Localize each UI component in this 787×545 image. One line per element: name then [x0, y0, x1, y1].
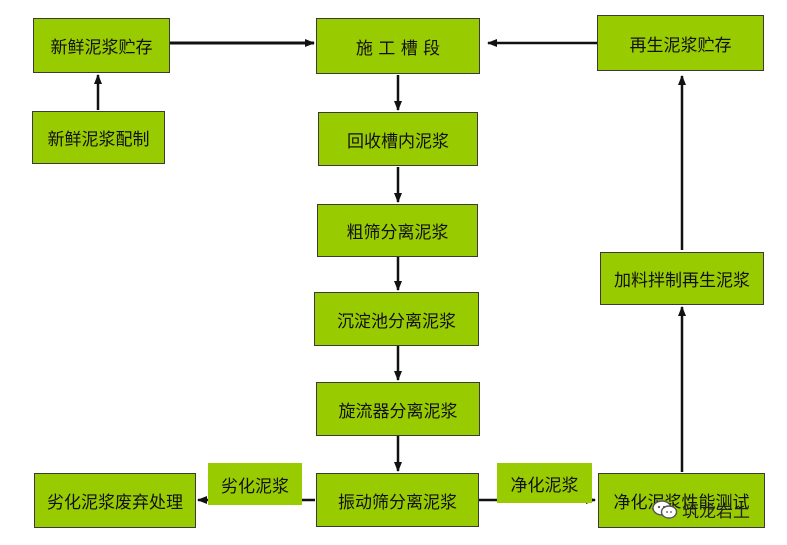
edge-label-degraded: 劣化泥浆 [208, 463, 302, 505]
node-performance-test: 净化泥浆性能测试 [598, 473, 765, 528]
node-vibrating-screen: 振动筛分离泥浆 [316, 473, 479, 527]
node-coarse-screen: 粗筛分离泥浆 [317, 204, 478, 257]
node-disposal: 劣化泥浆废弃处理 [34, 473, 196, 528]
node-cyclone: 旋流器分离泥浆 [316, 382, 480, 436]
watermark: 筑龙岩土 [652, 497, 750, 522]
node-fresh-prep: 新鲜泥浆配制 [32, 111, 165, 164]
wechat-icon [652, 499, 678, 521]
node-recovery: 回收槽内泥浆 [318, 112, 478, 166]
edge-label-purified: 净化泥浆 [497, 463, 592, 503]
node-recycled-storage: 再生泥浆贮存 [597, 15, 764, 71]
node-additive-mixing: 加料拌制再生泥浆 [600, 252, 764, 305]
node-trench: 施 工 槽 段 [316, 18, 480, 74]
node-sedimentation: 沉淀池分离泥浆 [314, 292, 479, 346]
node-fresh-storage: 新鲜泥浆贮存 [33, 18, 170, 73]
watermark-text: 筑龙岩土 [682, 502, 750, 522]
